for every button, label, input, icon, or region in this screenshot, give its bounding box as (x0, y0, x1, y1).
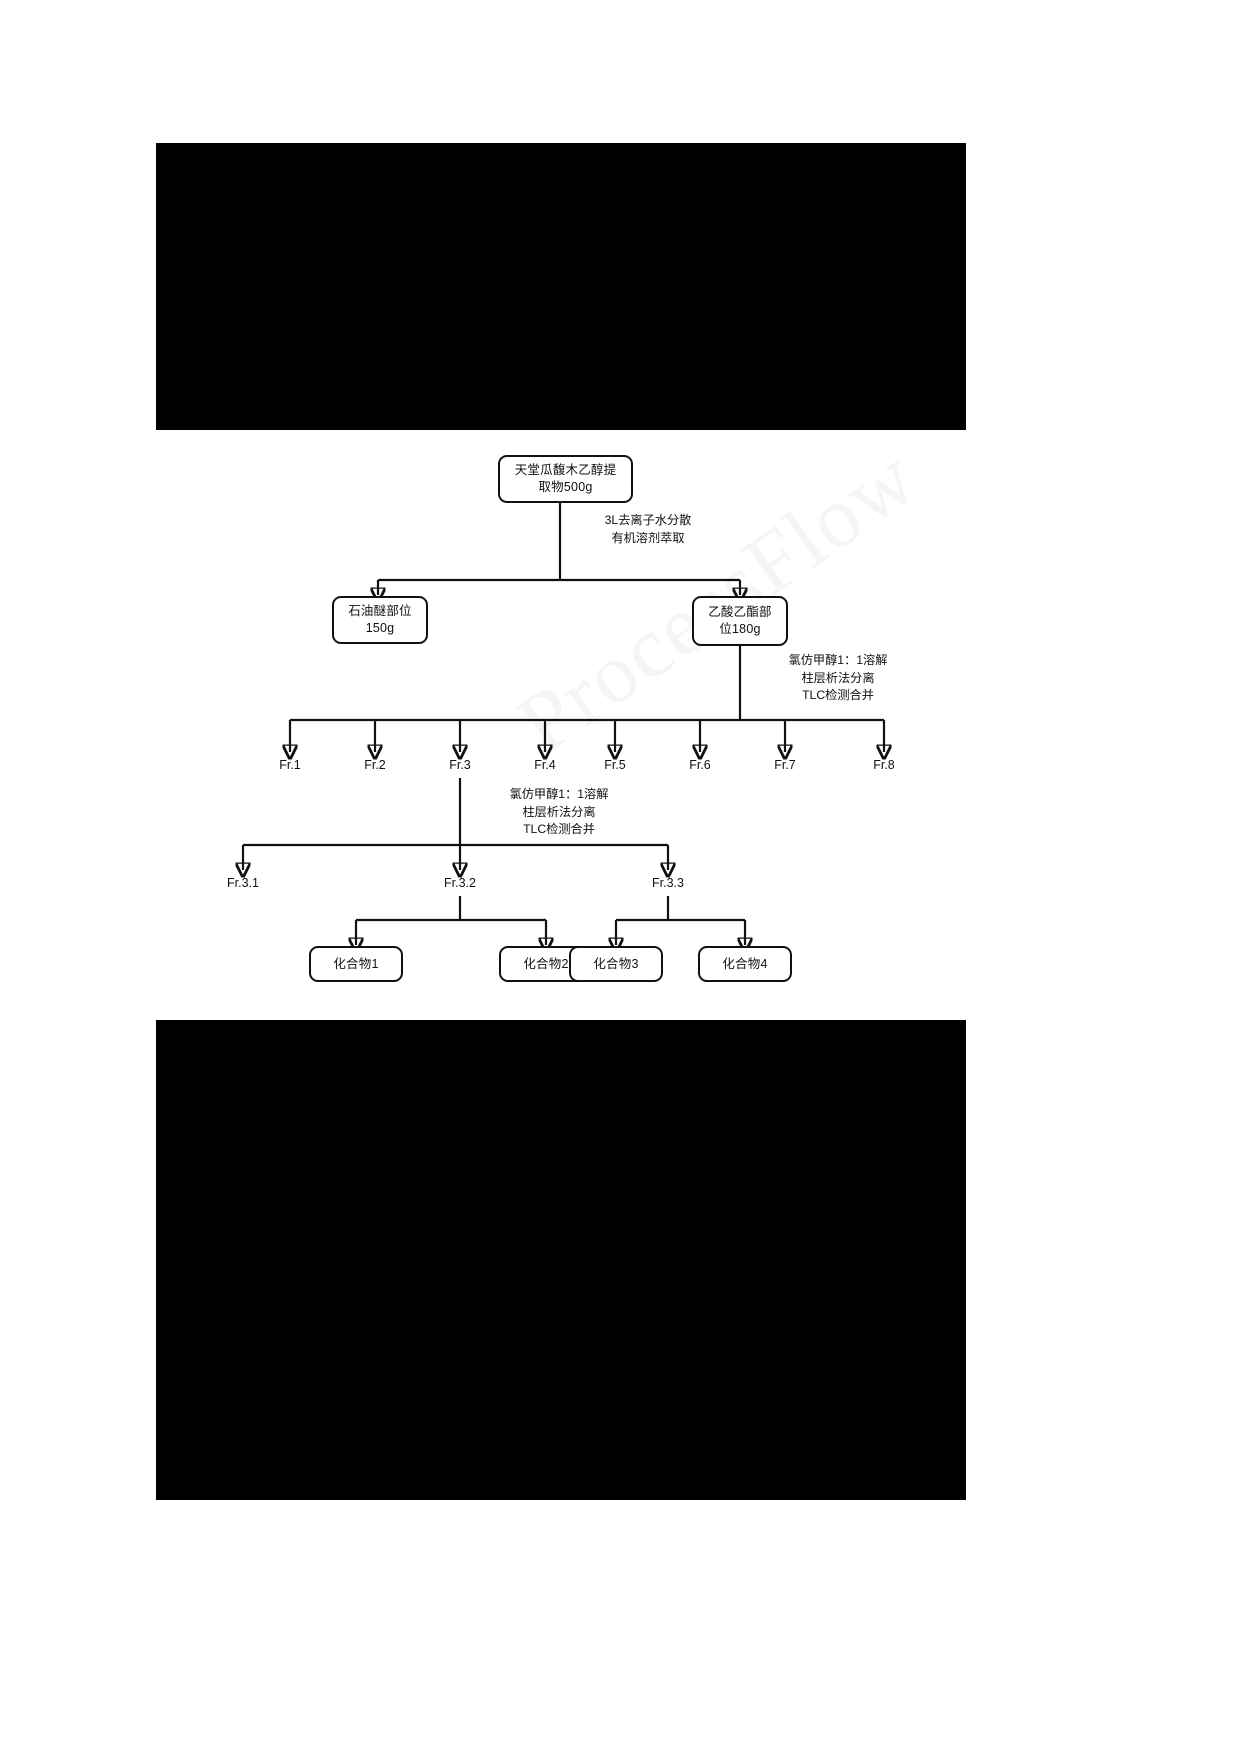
node-ethyl-acetate[interactable]: 乙酸乙酯部 位180g (692, 596, 788, 646)
node-compound-1[interactable]: 化合物1 (309, 946, 403, 982)
label-fr-7: Fr.7 (774, 758, 796, 772)
node-compound-3-label: 化合物3 (593, 956, 639, 971)
connector-lines (156, 503, 966, 1020)
node-ethyl-acetate-label: 乙酸乙酯部 位180g (708, 605, 772, 636)
node-compound-4[interactable]: 化合物4 (698, 946, 792, 982)
label-fr-3-3: Fr.3.3 (652, 876, 684, 890)
node-root-extract-label: 天堂瓜馥木乙醇提 取物500g (514, 463, 617, 494)
label-fr-5: Fr.5 (604, 758, 626, 772)
node-root-extract[interactable]: 天堂瓜馥木乙醇提 取物500g (498, 455, 633, 503)
label-fr-6: Fr.6 (689, 758, 711, 772)
edge-annotation-column-chromatography-1: 氯仿甲醇1：1溶解 柱层析法分离 TLC检测合并 (788, 653, 888, 703)
label-fr-3: Fr.3 (449, 758, 471, 772)
label-fr-3-2: Fr.3.2 (444, 876, 476, 890)
edge-annotation-column-chromatography-2: 氯仿甲醇1：1溶解 柱层析法分离 TLC检测合并 (509, 787, 609, 837)
label-fr-8: Fr.8 (873, 758, 895, 772)
node-compound-1-label: 化合物1 (333, 956, 379, 971)
node-petroleum-ether[interactable]: 石油醚部位 150g (332, 596, 428, 644)
node-compound-2-label: 化合物2 (523, 956, 569, 971)
node-compound-4-label: 化合物4 (722, 956, 768, 971)
edge-annotation-extraction: 3L去离子水分散 有机溶剂萃取 (604, 513, 692, 545)
label-fr-1: Fr.1 (279, 758, 301, 772)
flowchart-canvas: ProcessFlow (156, 428, 966, 1020)
label-fr-2: Fr.2 (364, 758, 386, 772)
node-compound-3[interactable]: 化合物3 (569, 946, 663, 982)
label-fr-4: Fr.4 (534, 758, 556, 772)
label-fr-3-1: Fr.3.1 (227, 876, 259, 890)
node-petroleum-ether-label: 石油醚部位 150g (348, 604, 412, 635)
